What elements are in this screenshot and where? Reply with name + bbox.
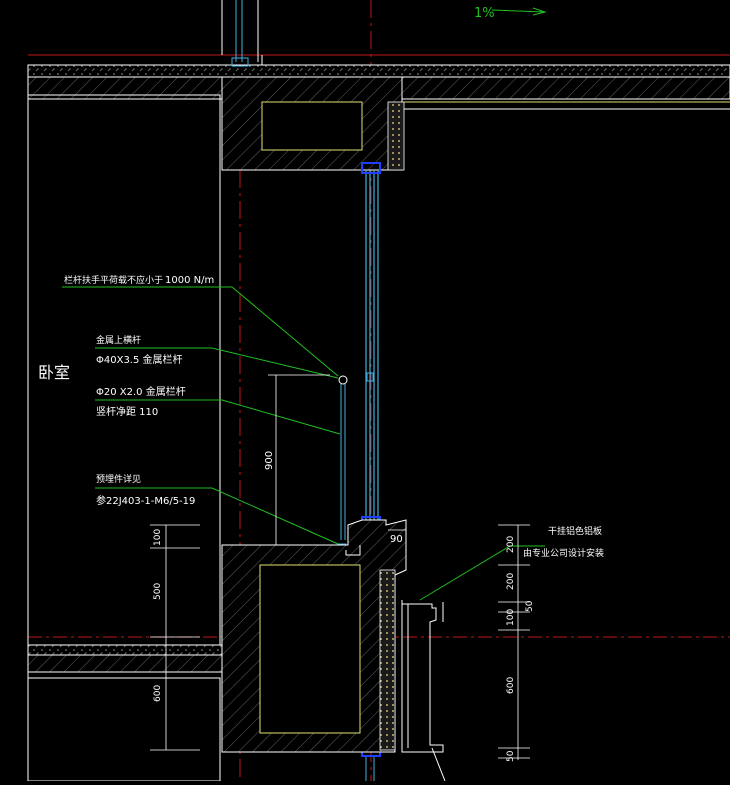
lower-floor-slab <box>27 644 223 673</box>
right-dim-2: 200 <box>506 573 516 590</box>
top-rail-title: 金属上横杆 <box>96 334 141 346</box>
right-dim-1: 200 <box>506 536 516 553</box>
room-label: 卧室 <box>38 363 70 382</box>
left-dim-2: 500 <box>153 583 163 600</box>
right-dim-6: 50 <box>506 750 516 762</box>
upper-beam <box>221 76 730 171</box>
right-dim-4: 100 <box>506 609 516 626</box>
panel-line1: 干挂铝色铝板 <box>548 525 602 537</box>
left-dim-1: 100 <box>153 529 163 546</box>
embed-ref: 参22J403-1-M6/5-19 <box>96 494 195 507</box>
lower-parapet <box>221 519 407 753</box>
left-dim-3: 600 <box>153 685 163 702</box>
slope-label: 1% <box>474 6 495 21</box>
right-dim-5: 600 <box>506 677 516 694</box>
dimension-lines <box>150 374 530 760</box>
railing-load-label: 栏杆扶手平荷载不应小于 <box>64 274 163 286</box>
baluster-spec: Φ20 X2.0 金属栏杆 <box>96 385 186 398</box>
panel-line2: 由专业公司设计安装 <box>523 547 604 559</box>
baluster-spacing: 竖杆净距 110 <box>96 405 158 418</box>
rail-height-dim: 900 <box>264 451 275 470</box>
embed-title: 预埋件详见 <box>96 473 141 485</box>
metal-railing <box>337 375 348 551</box>
curb-width-dim: 90 <box>390 534 403 545</box>
aluminum-cladding <box>401 600 446 782</box>
railing-load-value: 1000 N/m <box>165 275 214 286</box>
drawing-text: 1% 卧室 栏杆扶手平荷载不应小于 1000 N/m 金属上横杆 Φ40X3.5… <box>38 6 604 762</box>
top-rail-spec: Φ40X3.5 金属栏杆 <box>96 353 183 366</box>
left-wall <box>27 65 221 782</box>
leader-lines <box>62 7 547 601</box>
right-dim-3: 50 <box>525 600 535 612</box>
